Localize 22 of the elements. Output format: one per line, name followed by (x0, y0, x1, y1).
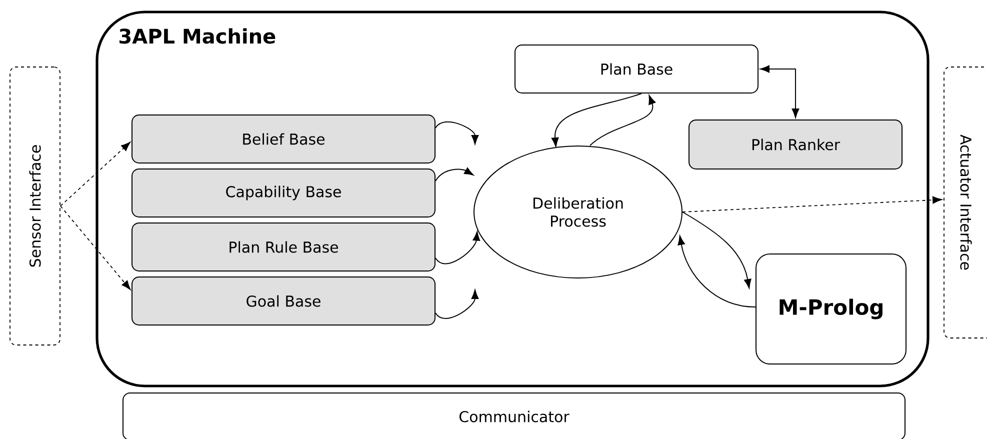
arrow (682, 196, 942, 212)
arrow (682, 212, 752, 288)
arrow (435, 168, 474, 182)
arrow (760, 65, 800, 118)
arrow (435, 290, 479, 319)
component-box: Belief Base (132, 114, 436, 164)
arrow (590, 95, 656, 146)
arrow (435, 121, 479, 144)
component-box: Plan Ranker (688, 120, 902, 170)
component-box: Communicator (122, 392, 906, 439)
arrow (435, 231, 480, 264)
arrow (60, 206, 131, 290)
component-box: Plan Base (514, 44, 759, 94)
arrow (678, 236, 756, 308)
arrow (60, 142, 131, 206)
interface-box: Actuator Interface (944, 66, 987, 338)
component-box: Goal Base (132, 276, 436, 326)
arrow (551, 93, 642, 147)
component-box: M-Prolog (756, 254, 906, 364)
interface-box: Sensor Interface (10, 66, 60, 346)
component-box: Plan Rule Base (132, 222, 436, 272)
component-box: Capability Base (132, 168, 436, 218)
